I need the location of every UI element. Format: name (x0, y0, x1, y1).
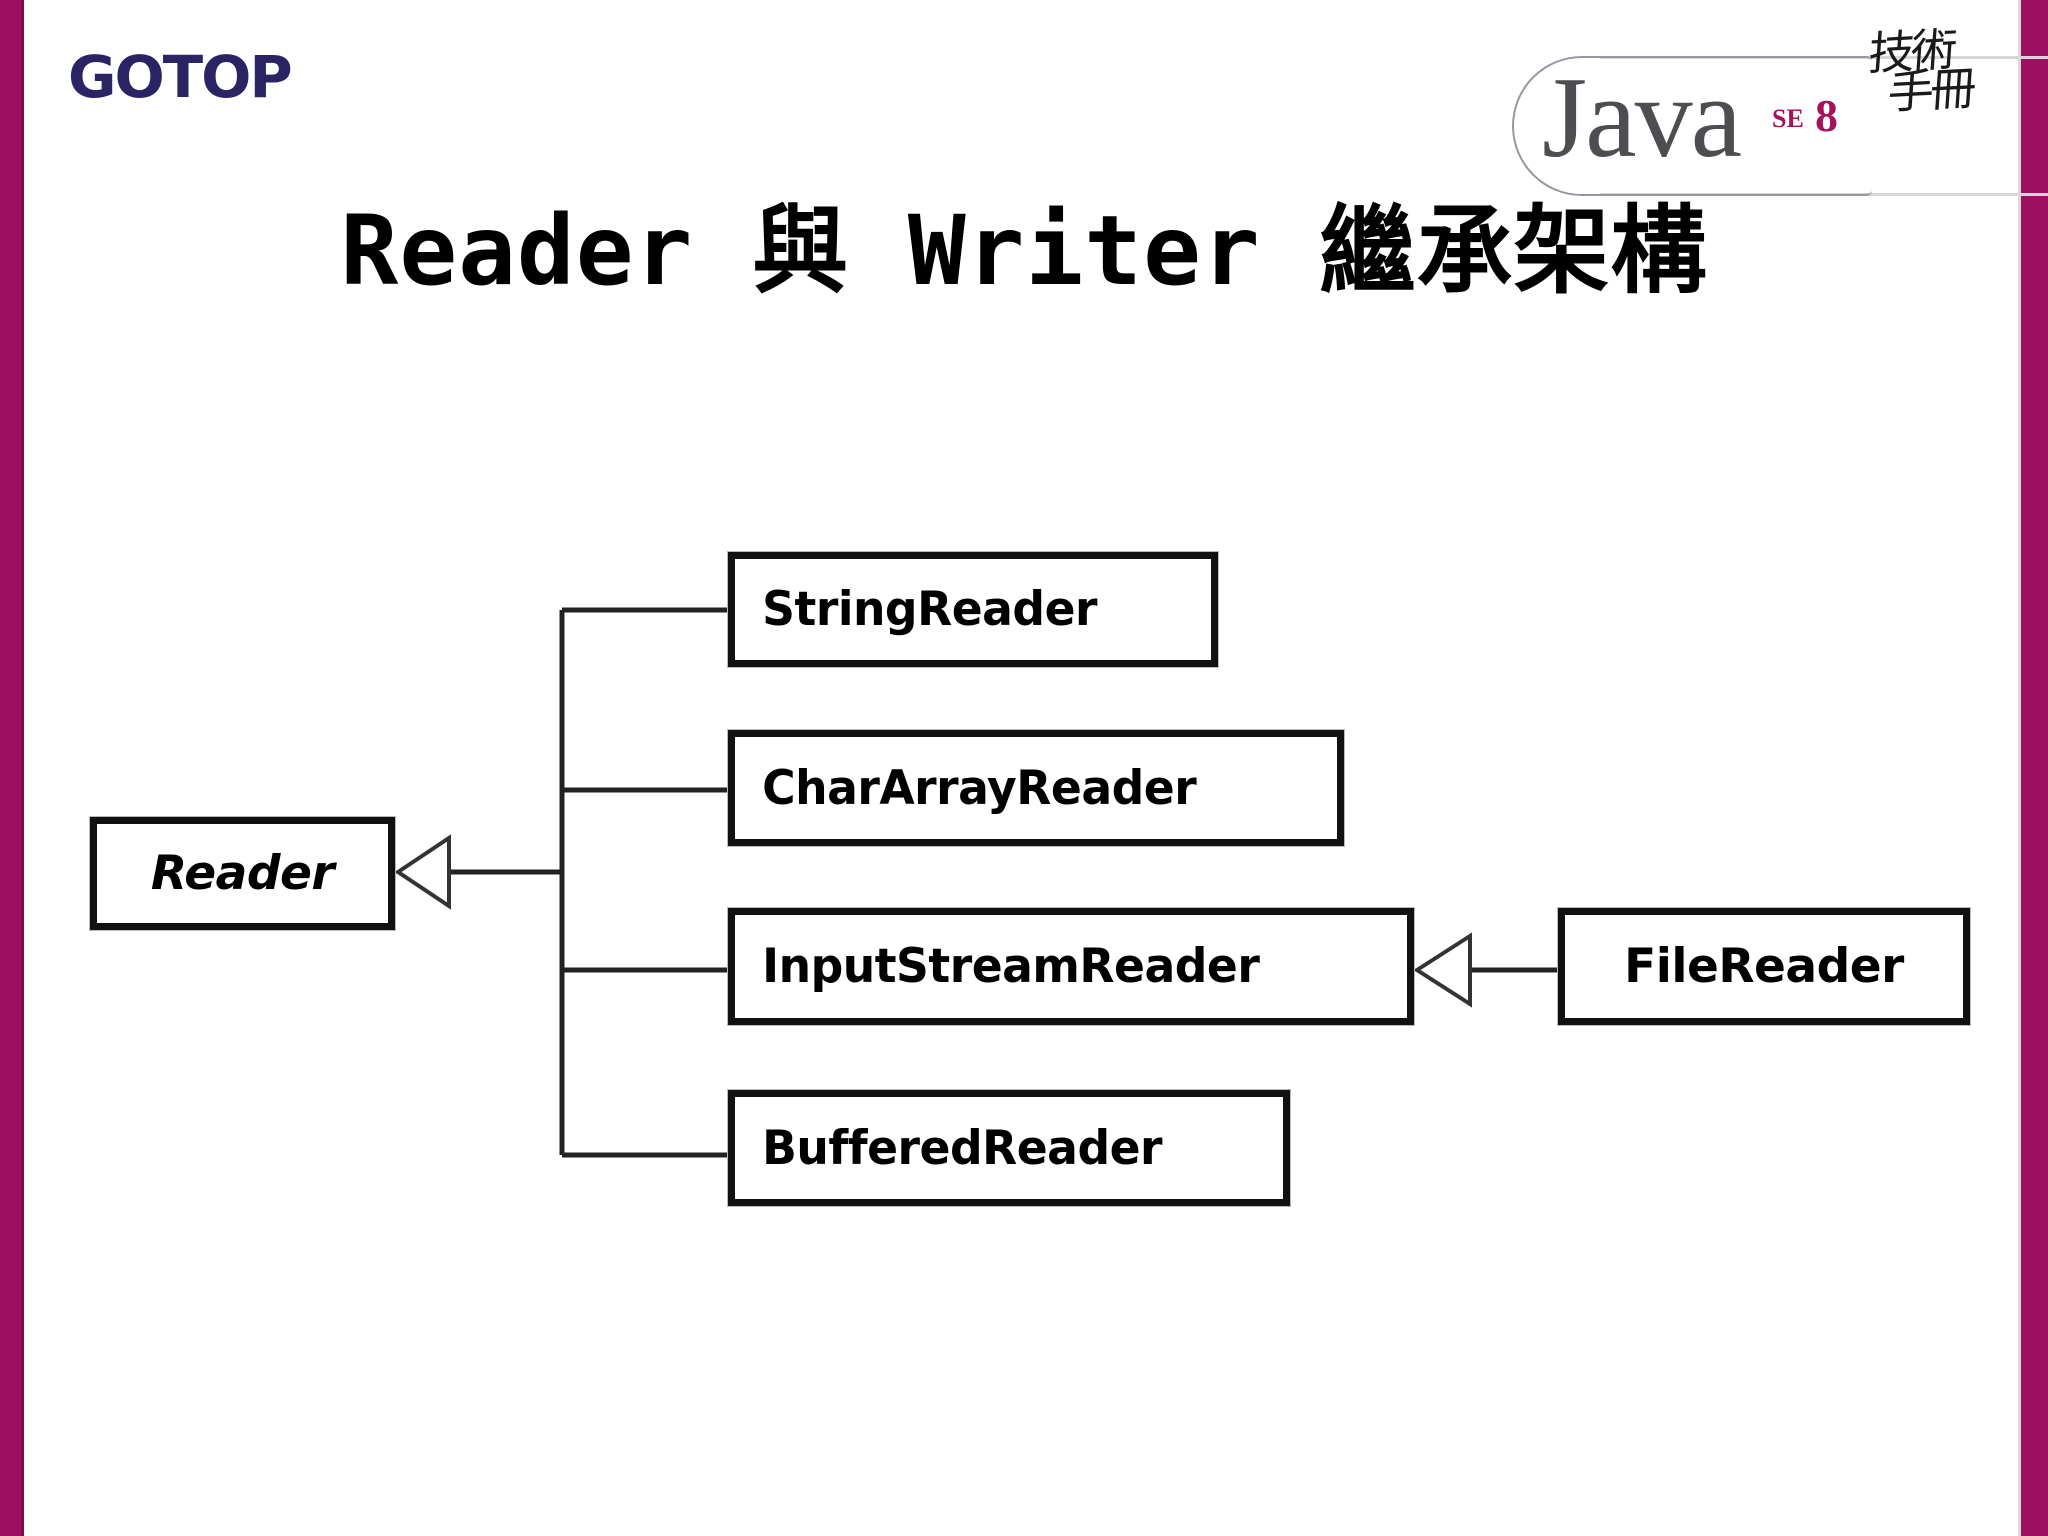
class-box-reader[interactable]: Reader (90, 817, 395, 930)
class-box-bufferedreader[interactable]: BufferedReader (728, 1090, 1290, 1206)
class-box-stringreader[interactable]: StringReader (728, 552, 1218, 667)
left-accent-bar-edge (21, 0, 24, 1536)
class-label-stringreader: StringReader (762, 582, 1098, 637)
inheritance-arrowhead-inputstreamreader (1413, 932, 1472, 1008)
class-box-chararrayreader[interactable]: CharArrayReader (728, 730, 1344, 846)
right-accent-bar (2021, 0, 2048, 1536)
class-label-reader: Reader (150, 846, 335, 901)
right-accent-bar-edge (2018, 0, 2021, 1536)
gotop-publisher-logo: GOTOP (68, 43, 293, 111)
class-label-bufferedreader: BufferedReader (762, 1120, 1163, 1176)
class-label-chararrayreader: CharArrayReader (762, 760, 1197, 816)
left-accent-bar (0, 0, 24, 1536)
java-se8-logo: Java SE 8 技術 手冊 (1500, 22, 2048, 216)
page-title: Reader 與 Writer 繼承架構 (340, 195, 1708, 307)
class-box-filereader[interactable]: FileReader (1558, 908, 1970, 1025)
java-edition-label: SE (1772, 104, 1804, 133)
class-box-inputstreamreader[interactable]: InputStreamReader (728, 908, 1414, 1025)
java-wordmark: Java (1542, 54, 1742, 182)
java-logo-pill-outline (1512, 56, 1872, 196)
inheritance-arrowhead-reader (394, 834, 451, 910)
java-version-label: 8 (1815, 90, 1838, 141)
class-label-filereader: FileReader (1624, 939, 1904, 994)
class-label-inputstreamreader: InputStreamReader (762, 939, 1260, 994)
